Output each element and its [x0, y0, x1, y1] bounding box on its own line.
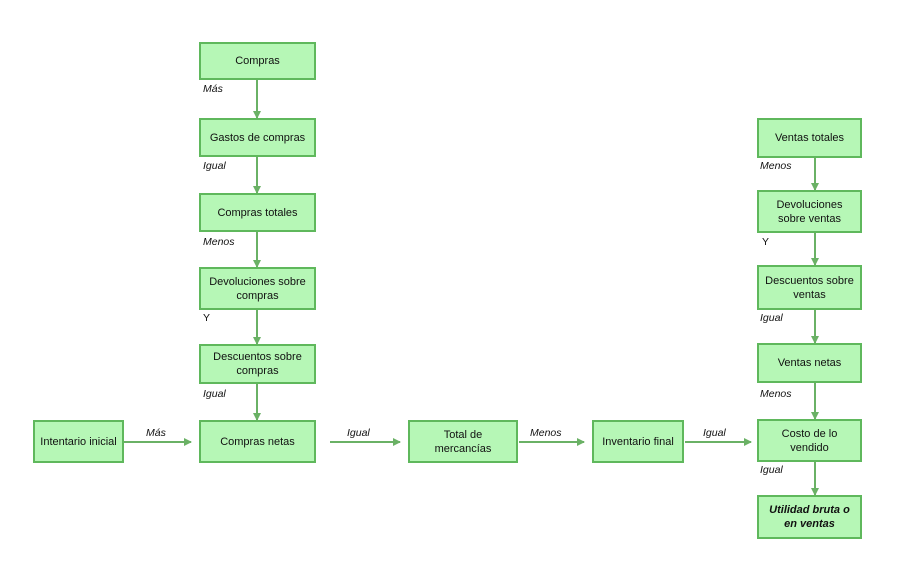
- node-ventas-totales: Ventas totales: [757, 118, 862, 158]
- node-costo-de-lo-vendido: Costo de lo vendido: [757, 419, 862, 462]
- node-descuentos-sobre-ventas: Descuentos sobre ventas: [757, 265, 862, 310]
- label-totales-menos: Menos: [203, 236, 235, 248]
- label-netas-igual: Igual: [347, 427, 370, 439]
- node-gastos-de-compras-label: Gastos de compras: [209, 131, 306, 144]
- label-gastos-igual: Igual: [203, 160, 226, 172]
- node-total-de-mercancias-label: Total de mercancías: [434, 428, 492, 455]
- label-devoluciones-y: Y: [203, 312, 211, 324]
- node-devoluciones-sobre-ventas-label: Devoluciones sobre ventas: [776, 198, 843, 225]
- node-descuentos-sobre-ventas-label: Descuentos sobre ventas: [765, 274, 854, 301]
- node-compras-label: Compras: [235, 55, 280, 67]
- node-compras-netas-label: Compras netas: [220, 435, 295, 448]
- label-inicial-mas: Más: [146, 427, 166, 439]
- label-devoluciones-ventas-y: Y: [762, 236, 770, 248]
- node-inventario-inicial-label: Intentario inicial: [40, 435, 117, 448]
- label-descuentos-igual: Igual: [203, 388, 226, 400]
- node-ventas-netas: Ventas netas: [757, 343, 862, 383]
- node-compras-netas: Compras netas: [199, 420, 316, 463]
- label-descuentos-ventas-igual: Igual: [760, 312, 783, 324]
- node-gastos-de-compras: Gastos de compras: [199, 118, 316, 157]
- node-ventas-netas-label: Ventas netas: [777, 357, 842, 369]
- node-descuentos-sobre-compras-label: Descuentos sobre compras: [213, 351, 302, 377]
- node-inventario-final: Inventario final: [592, 420, 684, 463]
- node-devoluciones-sobre-compras: Devoluciones sobre compras: [199, 267, 316, 310]
- label-inventario-final-igual: Igual: [703, 427, 726, 439]
- node-compras-totales: Compras totales: [199, 193, 316, 232]
- label-compras-mas: Más: [203, 83, 223, 95]
- node-inventario-final-label: Inventario final: [602, 435, 674, 448]
- node-inventario-inicial: Intentario inicial: [33, 420, 124, 463]
- node-costo-de-lo-vendido-label: Costo de lo vendido: [781, 427, 838, 454]
- node-descuentos-sobre-compras: Descuentos sobre compras: [199, 344, 316, 384]
- node-ventas-totales-label: Ventas totales: [774, 132, 845, 144]
- node-devoluciones-sobre-ventas: Devoluciones sobre ventas: [757, 190, 862, 233]
- label-ventas-totales-menos: Menos: [760, 160, 792, 172]
- node-compras-totales-label: Compras totales: [217, 206, 298, 219]
- node-total-de-mercancias: Total de mercancías: [408, 420, 518, 463]
- node-utilidad-bruta: Utilidad bruta o en ventas: [757, 495, 862, 539]
- node-compras: Compras: [199, 42, 316, 80]
- node-utilidad-bruta-label: Utilidad bruta o en ventas: [769, 504, 850, 530]
- label-ventas-netas-menos: Menos: [760, 388, 792, 400]
- label-total-menos: Menos: [530, 427, 562, 439]
- label-costo-igual: Igual: [760, 464, 783, 476]
- node-devoluciones-sobre-compras-label: Devoluciones sobre compras: [209, 275, 306, 302]
